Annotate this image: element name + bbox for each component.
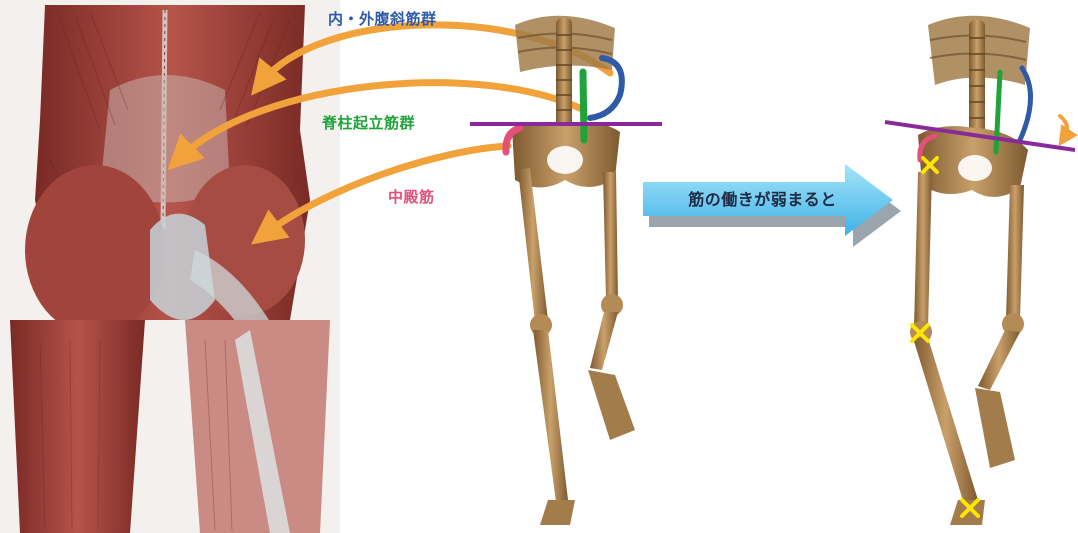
erector-marker <box>583 72 584 140</box>
label-gluteus-medius: 中殿筋 <box>388 186 435 207</box>
label-erector-spinae: 脊柱起立筋群 <box>322 112 415 133</box>
skeleton-tilted <box>885 16 1075 525</box>
label-obliques: 内・外腹斜筋群 <box>328 8 437 29</box>
callout-text: 筋の働きが弱まると <box>655 186 870 210</box>
skeleton-normal <box>470 16 662 525</box>
curved-arrow-icon <box>1060 116 1067 138</box>
muscle-illustration <box>0 0 340 533</box>
